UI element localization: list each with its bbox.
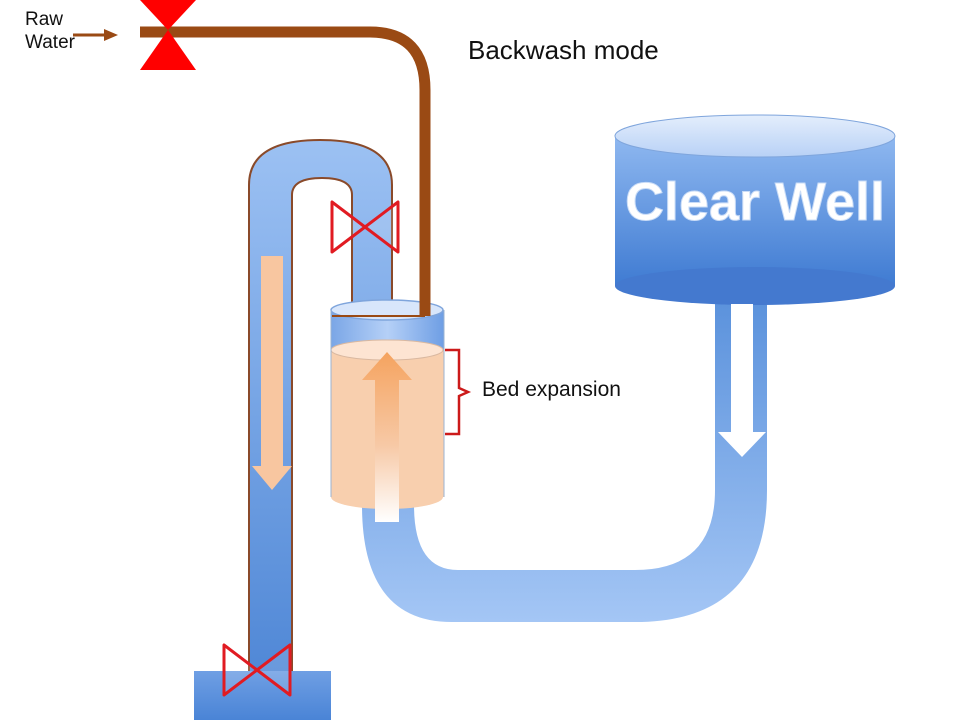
waste-drain-valve[interactable] bbox=[222, 643, 292, 697]
raw-water-pipe bbox=[140, 26, 431, 316]
bed-expansion-bracket bbox=[445, 348, 472, 436]
filter-outlet-valve[interactable] bbox=[330, 200, 400, 254]
bed-expansion-label: Bed expansion bbox=[482, 378, 621, 401]
clear-well-tank: Clear Well bbox=[614, 114, 896, 305]
raw-water-label: Raw Water bbox=[25, 8, 75, 54]
clear-well-label: Clear Well bbox=[625, 172, 885, 232]
backwash-supply-pipe bbox=[362, 300, 767, 622]
drain-basin bbox=[194, 671, 331, 720]
diagram-title: Backwash mode bbox=[468, 35, 659, 65]
raw-water-label-line2: Water bbox=[25, 32, 75, 53]
clear-well-flow-arrow bbox=[718, 304, 766, 457]
raw-water-valve[interactable] bbox=[140, 0, 196, 70]
raw-water-arrow bbox=[73, 29, 118, 41]
raw-water-label-line1: Raw bbox=[25, 9, 64, 30]
waste-flow-arrow bbox=[252, 256, 292, 490]
waste-pipe bbox=[248, 138, 393, 681]
backwash-flow-arrow bbox=[362, 352, 412, 522]
